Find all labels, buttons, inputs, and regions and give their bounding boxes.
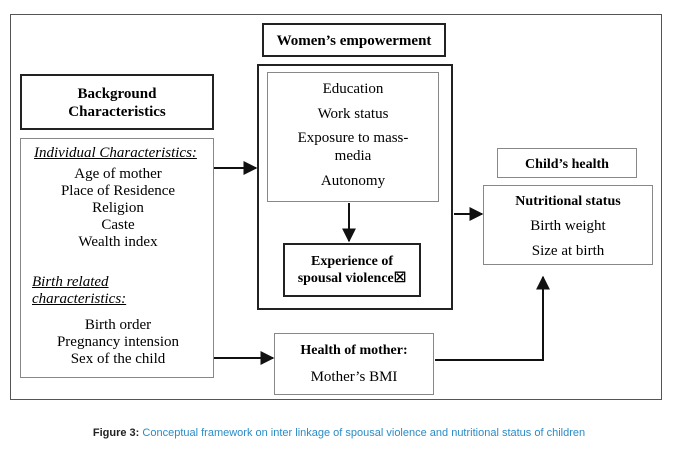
birth-header-line-2: characteristics:: [32, 291, 127, 307]
diagram-frame: [10, 14, 662, 400]
spousal-violence-line-1: Experience of: [310, 254, 394, 269]
empowerment-item-exposure: Exposure to mass-: [297, 130, 409, 146]
birth-item-sex: Sex of the child: [70, 351, 166, 367]
background-details-box: Individual Characteristics: Age of mothe…: [20, 138, 214, 378]
background-title: Background Characteristics: [20, 74, 214, 130]
empowerment-item-media: media: [334, 148, 372, 164]
caption-label: Figure 3:: [92, 427, 140, 439]
birth-item-order: Birth order: [84, 317, 152, 333]
empowerment-item-education: Education: [322, 81, 384, 97]
individual-characteristics-header: Individual Characteristics:: [34, 145, 197, 161]
empowerment-item-work-status: Work status: [317, 106, 389, 122]
birth-item-pregnancy: Pregnancy intension: [56, 334, 180, 350]
individual-item-age: Age of mother: [74, 166, 162, 182]
background-title-line-2: Characteristics: [68, 104, 166, 120]
arrow-mother-to-child: [435, 275, 550, 361]
childs-health-title: Child’s health: [497, 148, 637, 178]
nutritional-status-box: Nutritional status Birth weight Size at …: [483, 185, 653, 265]
individual-item-residence: Place of Residence: [60, 183, 176, 199]
health-of-mother-box: Health of mother: Mother’s BMI: [274, 333, 434, 395]
health-of-mother-item: Mother’s BMI: [310, 369, 398, 385]
individual-item-religion: Religion: [92, 200, 144, 216]
background-title-line-1: Background: [77, 86, 157, 102]
spousal-violence-box: Experience of spousal violence☒: [283, 243, 421, 297]
child-item-birth-weight: Birth weight: [530, 218, 606, 234]
health-of-mother-title: Health of mother:: [300, 343, 408, 358]
birth-items: Birth order Pregnancy intension Sex of t…: [21, 317, 215, 368]
nutritional-status-label: Nutritional status: [515, 194, 621, 209]
caption-text: Conceptual framework on inter linkage of…: [142, 427, 586, 439]
empowerment-item-autonomy: Autonomy: [320, 173, 386, 189]
womens-empowerment-title: Women’s empowerment: [262, 23, 446, 57]
empowerment-items-box: Education Work status Exposure to mass- …: [267, 72, 439, 202]
individual-item-wealth: Wealth index: [78, 234, 158, 250]
figure-caption: Figure 3: Conceptual framework on inter …: [0, 427, 678, 439]
individual-items: Age of mother Place of Residence Religio…: [21, 166, 215, 251]
birth-related-header: Birth related characteristics:: [32, 274, 126, 308]
individual-item-caste: Caste: [101, 217, 135, 233]
child-item-size-at-birth: Size at birth: [531, 243, 605, 259]
spousal-violence-line-2: spousal violence☒: [297, 271, 407, 286]
birth-header-line-1: Birth related: [32, 274, 109, 290]
